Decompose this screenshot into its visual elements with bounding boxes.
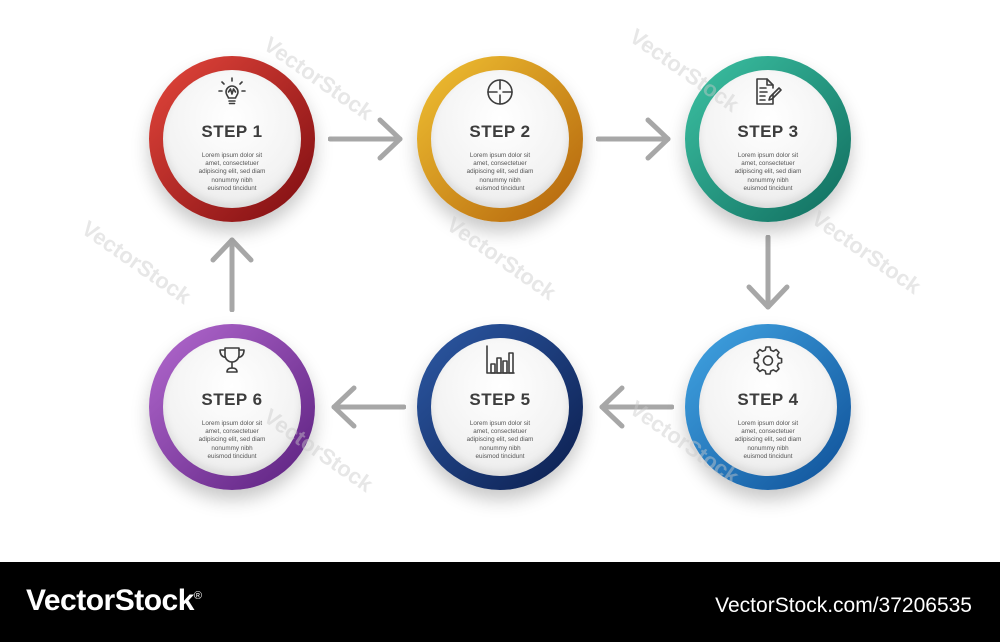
- brand-name: VectorStock: [26, 584, 194, 617]
- image-credit: VectorStock.com/37206535: [715, 594, 972, 617]
- step-2-title: STEP 2: [469, 122, 531, 141]
- step-6-circle: STEP 6 Lorem ipsum dolor sit amet, conse…: [149, 324, 315, 490]
- bar-chart-icon: [485, 344, 515, 376]
- arrow-step2-to-step3: [596, 117, 671, 161]
- arrow-step6-to-step1: [210, 237, 254, 312]
- step-4-description: Lorem ipsum dolor sit amet, consectetuer…: [734, 420, 802, 460]
- step-6-face: [163, 338, 301, 476]
- document-edit-icon: [753, 76, 783, 108]
- step-5-circle: STEP 5 Lorem ipsum dolor sit amet, conse…: [417, 324, 583, 490]
- step-5-description: Lorem ipsum dolor sit amet, consectetuer…: [466, 420, 534, 460]
- step-1-description: Lorem ipsum dolor sit amet, consectetuer…: [198, 152, 266, 192]
- arrow-step1-to-step2: [328, 117, 403, 161]
- step-6-description: Lorem ipsum dolor sit amet, consectetuer…: [198, 420, 266, 460]
- trophy-icon: [217, 344, 247, 376]
- stock-footer-bar: VectorStock® VectorStock.com/37206535: [0, 562, 1000, 642]
- step-5-face: [431, 338, 569, 476]
- step-5-title: STEP 5: [469, 390, 531, 409]
- step-1-title: STEP 1: [201, 122, 263, 141]
- step-1-circle: STEP 1 Lorem ipsum dolor sit amet, conse…: [149, 56, 315, 222]
- step-4-face: [699, 338, 837, 476]
- step-3-description: Lorem ipsum dolor sit amet, consectetuer…: [734, 152, 802, 192]
- step-2-description: Lorem ipsum dolor sit amet, consectetuer…: [466, 152, 534, 192]
- step-2-circle: STEP 2 Lorem ipsum dolor sit amet, conse…: [417, 56, 583, 222]
- step-2-face: [431, 70, 569, 208]
- arrow-step3-to-step4: [746, 235, 790, 310]
- process-cycle-diagram: STEP 1 Lorem ipsum dolor sit amet, conse…: [149, 56, 851, 490]
- gear-icon: [753, 344, 783, 376]
- step-6-title: STEP 6: [201, 390, 263, 409]
- lightbulb-icon: [217, 76, 247, 108]
- step-3-circle: STEP 3 Lorem ipsum dolor sit amet, conse…: [685, 56, 851, 222]
- step-3-title: STEP 3: [737, 122, 799, 141]
- step-3-face: [699, 70, 837, 208]
- step-4-title: STEP 4: [737, 390, 799, 409]
- vectorstock-logo: VectorStock®: [26, 584, 202, 618]
- registered-mark: ®: [193, 590, 202, 602]
- target-icon: [485, 76, 515, 108]
- arrow-step5-to-step6: [331, 385, 406, 429]
- arrow-step4-to-step5: [599, 385, 674, 429]
- step-4-circle: STEP 4 Lorem ipsum dolor sit amet, conse…: [685, 324, 851, 490]
